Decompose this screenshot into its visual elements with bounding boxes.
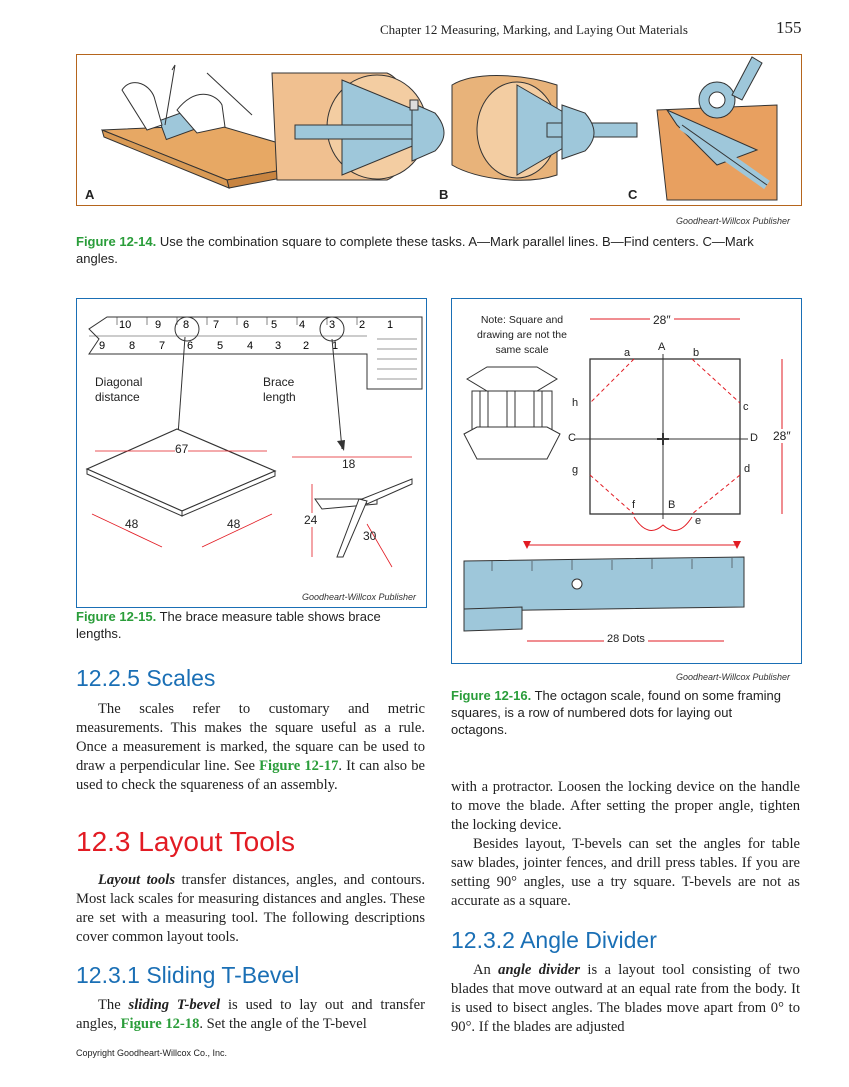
figure-12-14-caption-text: Use the combination square to complete t… — [76, 234, 754, 266]
figure-12-16-frame: Note: Square and drawing are not the sam… — [451, 298, 802, 664]
figure-12-15-frame: 10 9 8 7 6 5 4 3 2 1 9 8 7 6 5 4 3 2 1 — [76, 298, 427, 608]
tbevel-term: sliding T-bevel — [128, 997, 221, 1013]
heading-12-3-2: 12.3.2 Angle Divider — [451, 927, 657, 953]
figure-12-15-caption: Figure 12-15. The brace measure table sh… — [76, 608, 416, 642]
scales-text-2: . It can also be used to check the squar… — [76, 758, 425, 793]
panel-label-a: A — [85, 187, 95, 202]
blade-bottom-9: 9 — [99, 340, 105, 352]
besides-layout-text: Besides layout, T-bevels can set the ang… — [451, 836, 800, 909]
blade-number-9: 9 — [155, 319, 161, 331]
layout-tools-term: Layout tools — [98, 872, 176, 888]
page-number: 155 — [776, 18, 802, 37]
point-b: b — [693, 347, 700, 359]
panel-c-drawing — [656, 56, 778, 201]
blade-bottom-6: 6 — [187, 340, 193, 352]
dim-67: 67 — [175, 442, 189, 456]
blade-bottom-1: 1 — [332, 340, 338, 352]
heading-12-2-5: 12.2.5 Scales — [76, 665, 216, 691]
tbevel-text-3: . Set the angle of the T-bevel — [199, 1016, 367, 1032]
dim-24: 24 — [304, 513, 318, 527]
figure-12-17-link[interactable]: Figure 12-17 — [259, 758, 339, 774]
figure-12-14-caption: Figure 12-14. Use the combination square… — [76, 233, 796, 267]
blade-number-1: 1 — [387, 319, 393, 331]
blade-number-5: 5 — [271, 319, 277, 331]
figure-12-14-frame: A B C — [76, 54, 802, 206]
dim-48-right: 48 — [227, 517, 241, 531]
point-g: g — [572, 464, 579, 476]
brace-length-label: Brace length — [263, 375, 296, 404]
dots-label: 28 Dots — [604, 633, 648, 645]
point-B: B — [668, 499, 676, 511]
panel-b-drawing — [271, 72, 445, 181]
divider-text-1: An — [473, 962, 499, 978]
diagonal-distance-label: Diagonal distance — [95, 375, 143, 404]
angle-divider-term: angle divider — [498, 962, 581, 978]
scales-text-1: The scales refer to customary and metric… — [76, 701, 425, 774]
point-d: d — [744, 463, 751, 475]
figure-12-14-illustration — [101, 56, 778, 201]
dim-30: 30 — [363, 529, 377, 543]
figure-12-14-credit: Goodheart-Willcox Publisher — [676, 216, 790, 226]
running-head: Chapter 12 Measuring, Marking, and Layin… — [380, 22, 688, 37]
blade-number-10: 10 — [119, 319, 131, 331]
blade-number-6: 6 — [243, 319, 249, 331]
tbevel-continued-paragraph: with a protractor. Loosen the locking de… — [451, 778, 800, 911]
point-a: a — [624, 347, 631, 359]
point-A: A — [658, 341, 666, 353]
point-c: c — [743, 401, 749, 413]
panel-b2-drawing — [451, 75, 638, 181]
blade-bottom-4: 4 — [247, 340, 253, 352]
blade-bottom-3: 3 — [275, 340, 281, 352]
figure-12-14-label: Figure 12-14. — [76, 234, 157, 249]
blade-bottom-7: 7 — [159, 340, 165, 352]
heading-12-3-1: 12.3.1 Sliding T-Bevel — [76, 962, 300, 988]
dim-right-28: 28″ — [773, 429, 791, 443]
heading-12-3: 12.3 Layout Tools — [76, 826, 295, 857]
angle-divider-paragraph: An angle divider is a layout tool consis… — [451, 961, 800, 1037]
tbevel-text-1: The — [98, 997, 129, 1013]
point-f: f — [632, 499, 636, 511]
layout-tools-paragraph: Layout tools transfer distances, angles,… — [76, 871, 425, 947]
point-h: h — [572, 397, 579, 409]
dim-18: 18 — [342, 457, 356, 471]
figure-12-16-label: Figure 12-16. — [451, 688, 532, 703]
blade-number-3: 3 — [329, 319, 335, 331]
figure-12-16-caption-text: The octagon scale, found on some framing… — [451, 688, 782, 737]
point-e: e — [695, 515, 702, 527]
blade-number-7: 7 — [213, 319, 219, 331]
panel-label-b: B — [439, 187, 449, 202]
layout-tools-text: transfer distances, angles, and contours… — [76, 872, 426, 945]
blade-bottom-8: 8 — [129, 340, 135, 352]
figure-12-15-label: Figure 12-15. — [76, 609, 157, 624]
divider-text-2: is a layout tool consisting of two blade… — [451, 962, 800, 1035]
dim-top-28: 28″ — [650, 313, 674, 327]
blade-bottom-2: 2 — [303, 340, 309, 352]
blade-number-8: 8 — [183, 319, 189, 331]
blade-number-4: 4 — [299, 319, 305, 331]
blade-number-2: 2 — [359, 319, 365, 331]
figure-12-18-link[interactable]: Figure 12-18 — [120, 1016, 200, 1032]
tbevel-paragraph: The sliding T-bevel is used to lay out a… — [76, 996, 425, 1034]
blade-bottom-5: 5 — [217, 340, 223, 352]
panel-label-c: C — [628, 187, 638, 202]
octagon-note: Note: Square and drawing are not the sam… — [477, 314, 567, 356]
copyright: Copyright Goodheart-Willcox Co., Inc. — [76, 1048, 228, 1058]
figure-12-15-illustration: 10 9 8 7 6 5 4 3 2 1 9 8 7 6 5 4 3 2 1 — [85, 316, 423, 568]
scales-paragraph: The scales refer to customary and metric… — [76, 700, 425, 795]
point-D: D — [750, 432, 758, 444]
figure-12-15-caption-text: The brace measure table shows brace leng… — [76, 609, 381, 641]
figure-12-15-credit: Goodheart-Willcox Publisher — [302, 592, 416, 602]
dim-48-left: 48 — [125, 517, 139, 531]
point-C: C — [568, 432, 576, 444]
tbevel-continued-text: with a protractor. Loosen the locking de… — [451, 779, 800, 833]
figure-12-16-credit: Goodheart-Willcox Publisher — [676, 672, 790, 682]
tbevel-text-2: is used to lay out and transfer angles, — [76, 997, 425, 1032]
figure-12-16-caption: Figure 12-16. The octagon scale, found o… — [451, 687, 791, 738]
